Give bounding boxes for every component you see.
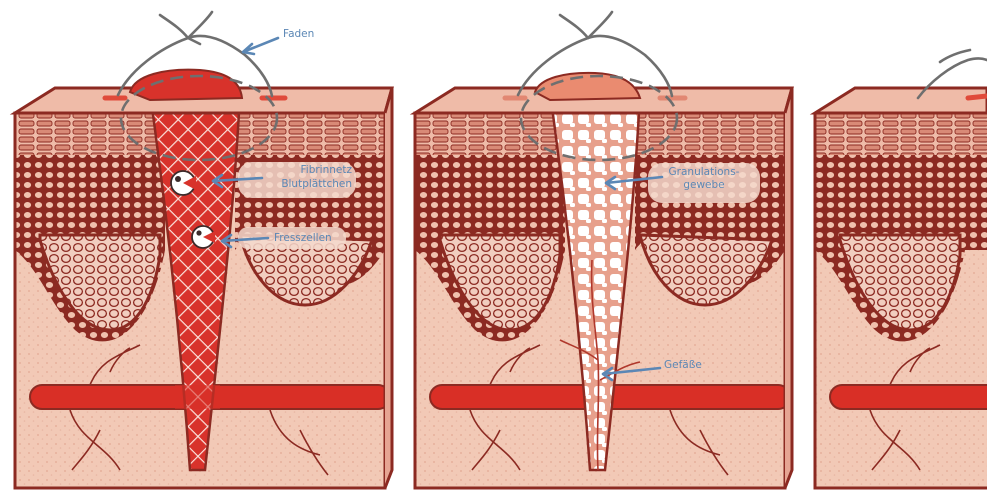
panel-fresh-wound <box>15 12 392 488</box>
label-fibrinnetz: Fibrinnetz <box>248 164 352 176</box>
phagocyte-icon <box>192 226 215 248</box>
label-blutplaettchen: Blutplättchen <box>248 178 352 190</box>
blood-clot <box>130 70 242 100</box>
platelet-icon <box>171 171 196 195</box>
label-fresszellen: Fresszellen <box>274 232 332 244</box>
panel-granulation <box>415 12 792 488</box>
label-granulationsgewebe-line2: gewebe <box>648 179 760 191</box>
label-faden: Faden <box>283 28 314 40</box>
label-gefaesse: Gefäße <box>664 359 702 371</box>
panel-healed-wound <box>815 50 987 488</box>
label-granulationsgewebe-line1: Granulations- <box>648 166 760 178</box>
